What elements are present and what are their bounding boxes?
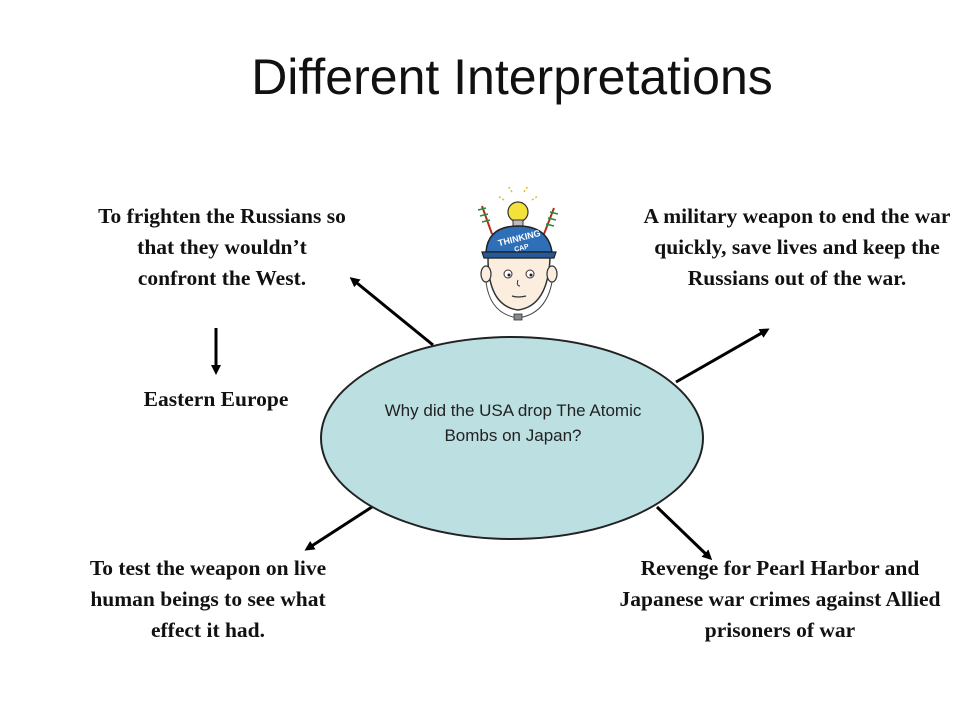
cap-label-line2: CAP — [514, 243, 530, 253]
interpretation-top-left-consequence: Eastern Europe — [143, 387, 289, 411]
interpretation-top-left: To frighten the Russians so that they wo… — [98, 204, 346, 290]
arrow-to-top-right — [675, 328, 770, 384]
arrow-to-top-left — [349, 277, 434, 347]
interpretation-top-right: A military weapon to end the war quickly… — [643, 204, 951, 290]
central-question-text: Why did the USA drop The Atomic Bombs on… — [384, 401, 642, 445]
interpretation-bottom-right: Revenge for Pearl Harbor and Japanese wa… — [619, 556, 941, 642]
thinking-cap-kid-icon: THINKING CAP — [477, 186, 559, 321]
arrow-to-bottom-left — [304, 503, 376, 551]
central-question-ellipse — [320, 336, 704, 540]
arrow-to-bottom-right — [655, 505, 713, 561]
interpretation-bottom-left: To test the weapon on live human beings … — [89, 556, 327, 642]
page-title: Different Interpretations — [251, 49, 773, 105]
